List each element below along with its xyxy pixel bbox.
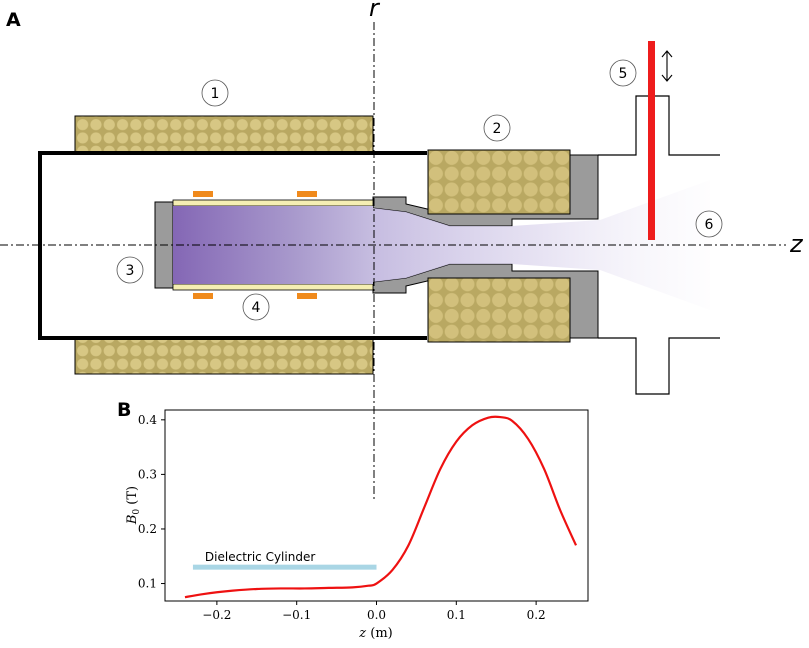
- x-tick-label: 0.1: [447, 608, 466, 622]
- svg-text:5: 5: [619, 66, 628, 82]
- callout-5: 5: [609, 59, 637, 87]
- upper-coil-2: [427, 149, 571, 215]
- cylinder-bottom-wall: [172, 283, 374, 291]
- z-axis-letter: z: [789, 230, 804, 258]
- magnet: [193, 191, 213, 197]
- lower-port: [598, 337, 720, 395]
- panel-b-label: B: [117, 399, 131, 421]
- lower-coil-1: [74, 337, 374, 375]
- y-tick-label: 0.4: [138, 413, 157, 427]
- cylinder-top-wall: [172, 199, 374, 207]
- dielectric-cylinder-bar: [192, 564, 377, 570]
- y-tick-label: 0.3: [138, 467, 157, 481]
- magnetic-field-chart: −0.2 −0.1 0.0 0.1 0.2 0.1 0.2 0.3 0.4 Dielectri…: [125, 409, 589, 641]
- lower-coil-2: [427, 277, 571, 343]
- magnet: [297, 293, 317, 299]
- svg-text:2: 2: [493, 121, 502, 137]
- probe-motion-arrow: [661, 50, 673, 82]
- probe: [648, 41, 655, 240]
- callout-6: 6: [695, 210, 723, 238]
- upper-port: [598, 95, 720, 156]
- callout-3: 3: [116, 256, 144, 284]
- plasma-plume: [373, 180, 710, 310]
- y-ticks: 0.1 0.2 0.3 0.4: [138, 413, 165, 591]
- field-series-line: [184, 415, 578, 599]
- panel-a-label: A: [6, 9, 21, 31]
- x-tick-label: −0.2: [202, 608, 231, 622]
- plot-frame: [164, 409, 589, 602]
- x-tick-label: −0.1: [282, 608, 311, 622]
- callout-1: 1: [201, 79, 229, 107]
- r-axis-letter: r: [369, 0, 381, 22]
- y-tick-label: 0.2: [138, 522, 157, 536]
- upper-nozzle: [372, 154, 599, 227]
- x-ticks: −0.2 −0.1 0.0 0.1 0.2: [202, 601, 546, 622]
- upper-coil-1: [74, 115, 374, 153]
- x-tick-label: 0.0: [367, 608, 386, 622]
- y-tick-label: 0.1: [138, 577, 157, 591]
- x-tick-label: 0.2: [527, 608, 546, 622]
- svg-text:3: 3: [126, 263, 135, 279]
- magnet: [193, 293, 213, 299]
- x-axis-label: z (m): [358, 626, 392, 641]
- callout-4: 4: [242, 293, 270, 321]
- dielectric-cylinder-label: Dielectric Cylinder: [205, 550, 315, 564]
- y-axis-label: B0 (T): [125, 486, 142, 525]
- callout-2: 2: [483, 114, 511, 142]
- svg-text:4: 4: [252, 300, 261, 316]
- svg-text:1: 1: [211, 86, 220, 102]
- magnet: [297, 191, 317, 197]
- svg-text:6: 6: [705, 217, 714, 233]
